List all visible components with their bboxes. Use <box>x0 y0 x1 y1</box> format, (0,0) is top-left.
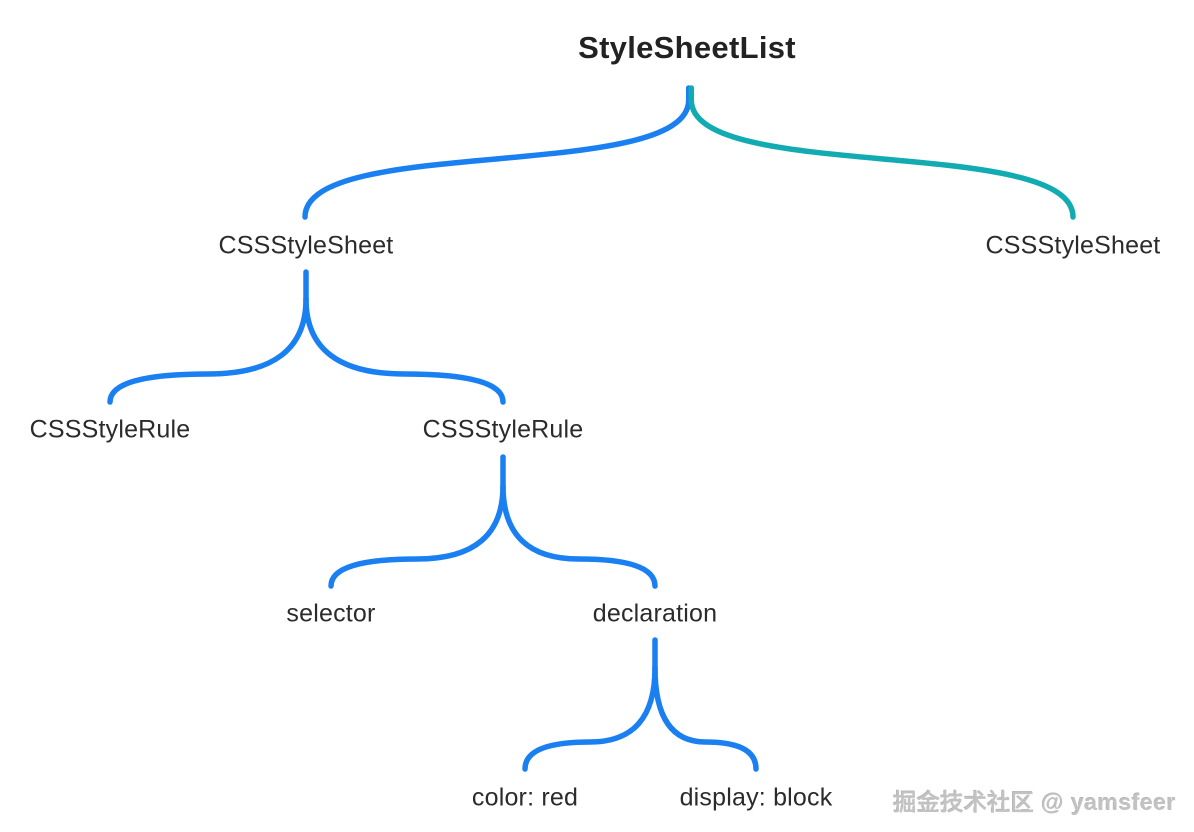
edge-sheet-left-to-rule-left <box>107 296 309 405</box>
edge-sheet-left-to-rule-right <box>303 296 506 405</box>
node-color-red: color: red <box>471 783 579 812</box>
node-display-block: display: block <box>679 783 833 812</box>
node-cssstylesheet-left: CSSStyleSheet <box>218 231 394 260</box>
node-stylesheetlist: StyleSheetList <box>578 30 796 65</box>
edge-root-to-sheet-left <box>302 85 692 220</box>
node-cssstylerule-right: CSSStyleRule <box>422 415 584 444</box>
node-selector: selector <box>286 599 376 628</box>
node-cssstylerule-left: CSSStyleRule <box>29 415 191 444</box>
edge-declaration-to-color <box>522 665 658 772</box>
node-cssstylesheet-right: CSSStyleSheet <box>985 231 1161 260</box>
watermark-juejin-yamsfeer: 掘金技术社区 @ yamsfeer <box>893 789 1176 815</box>
edge-rule-right-to-selector <box>328 483 506 589</box>
node-declaration: declaration <box>592 599 718 628</box>
edge-declaration-to-display <box>652 665 759 772</box>
edge-rule-right-to-declaration <box>500 483 658 589</box>
edge-root-to-sheet-right <box>688 85 1076 220</box>
